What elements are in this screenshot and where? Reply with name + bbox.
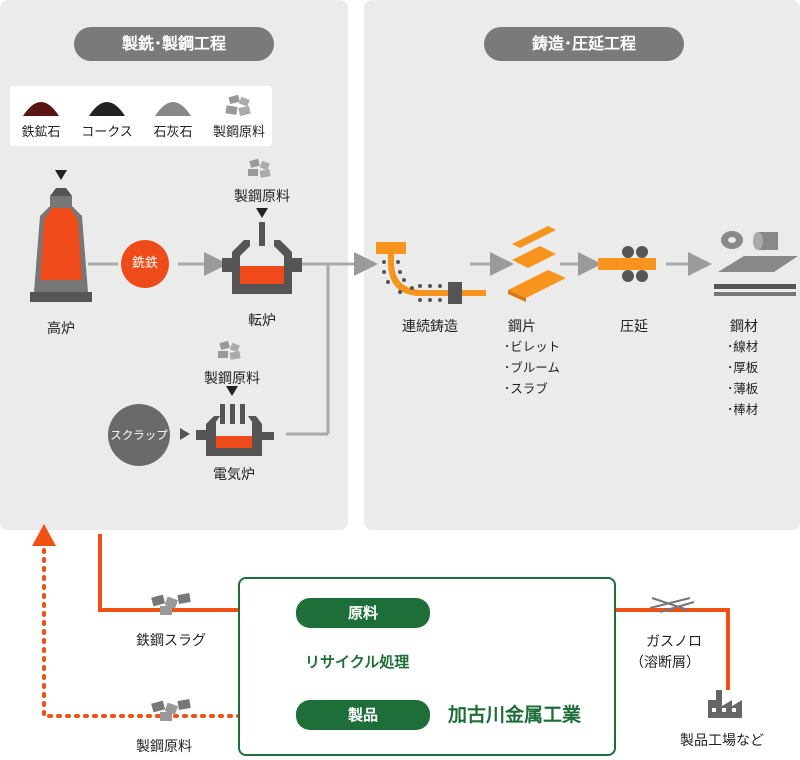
converter-icon <box>222 222 302 294</box>
slag-label: 鉄鋼スラグ <box>136 633 206 649</box>
semi-finished-steel-icon <box>508 226 566 302</box>
feed-arrow-blast-furnace <box>55 170 67 180</box>
factory-label: 製品工場など <box>680 733 764 749</box>
steel-raw-material-icon <box>225 94 251 116</box>
legend-coke: コークス <box>76 86 138 146</box>
legend-coke-label: コークス <box>81 125 133 140</box>
eaf-label: 電気炉 <box>213 467 255 483</box>
rolling-label: 圧延 <box>620 319 648 335</box>
limestone-pile-icon <box>155 102 191 116</box>
company-name: 加古川金属工業 <box>448 704 582 726</box>
steel-products-label: 鋼材 <box>730 319 758 335</box>
raw-material-pill: 原料 <box>296 598 430 628</box>
steelmaking-section-title: 製銑･製鋼工程 <box>74 27 274 61</box>
pig-iron-label: 銑鉄 <box>131 256 158 271</box>
eaf-input-label: 製鋼原料 <box>204 371 260 387</box>
scrap-label: スクラップ <box>110 428 168 442</box>
blast-furnace-label: 高炉 <box>47 321 75 337</box>
converter-feed-arrow <box>256 208 268 218</box>
scrap-arrow <box>180 428 190 440</box>
blast-furnace-icon <box>30 188 92 302</box>
semi-finished-item: ･スラブ <box>504 381 548 396</box>
continuous-caster-icon <box>376 242 486 304</box>
converter-input-label: 製鋼原料 <box>234 189 290 205</box>
product-pill: 製品 <box>296 700 430 730</box>
return-raw-material-icon <box>151 699 191 721</box>
semi-finished-item: ･ブルーム <box>504 360 560 375</box>
legend-iron-ore: 鉄鉱石 <box>10 86 72 146</box>
slag-flow-line <box>98 534 282 622</box>
legend-limestone: 石灰石 <box>142 86 204 146</box>
return-arrow-head <box>32 524 56 546</box>
steel-product-item: ･棒材 <box>727 402 759 417</box>
steel-products-icon <box>714 231 798 296</box>
coke-pile-icon <box>89 102 125 116</box>
legend-iron-ore-label: 鉄鉱石 <box>21 125 61 140</box>
gas-scrap-sublabel: （溶断屑） <box>630 655 700 671</box>
raw-material-legend: 鉄鉱石 コークス 石灰石 製鋼原料 <box>10 86 272 146</box>
steel-product-item: ･線材 <box>727 339 759 354</box>
iron-ore-pile-icon <box>23 102 59 116</box>
gas-scrap-label: ガスノロ <box>646 634 702 650</box>
gas-scrap-icon <box>649 597 695 613</box>
converter-raw-material-icon <box>248 158 271 178</box>
recycle-process-label: リサイクル処理 <box>305 653 410 671</box>
factory-icon <box>708 690 742 718</box>
legend-steel-raw-label: 製鋼原料 <box>212 125 265 140</box>
casting-section-title: 鋳造･圧延工程 <box>484 27 684 61</box>
pig-iron-circle: 銑鉄 <box>121 240 169 288</box>
continuous-casting-label: 連続鋳造 <box>402 319 458 335</box>
legend-limestone-label: 石灰石 <box>153 125 193 140</box>
eaf-raw-material-icon <box>218 340 241 360</box>
return-raw-material-label: 製鋼原料 <box>136 739 192 755</box>
legend-steel-raw: 製鋼原料 <box>208 86 270 146</box>
semi-finished-label: 鋼片 <box>508 319 536 335</box>
steel-product-item: ･厚板 <box>727 360 759 375</box>
rolling-mill-icon <box>598 246 656 282</box>
slag-icon <box>151 593 191 615</box>
return-flow-line <box>42 540 278 718</box>
electric-arc-furnace-icon <box>196 404 274 456</box>
scrap-circle: スクラップ <box>108 404 170 466</box>
steel-product-item: ･薄板 <box>727 381 759 396</box>
semi-finished-item: ･ビレット <box>504 339 561 354</box>
converter-label: 転炉 <box>248 313 276 329</box>
eaf-feed-arrow <box>226 386 238 396</box>
